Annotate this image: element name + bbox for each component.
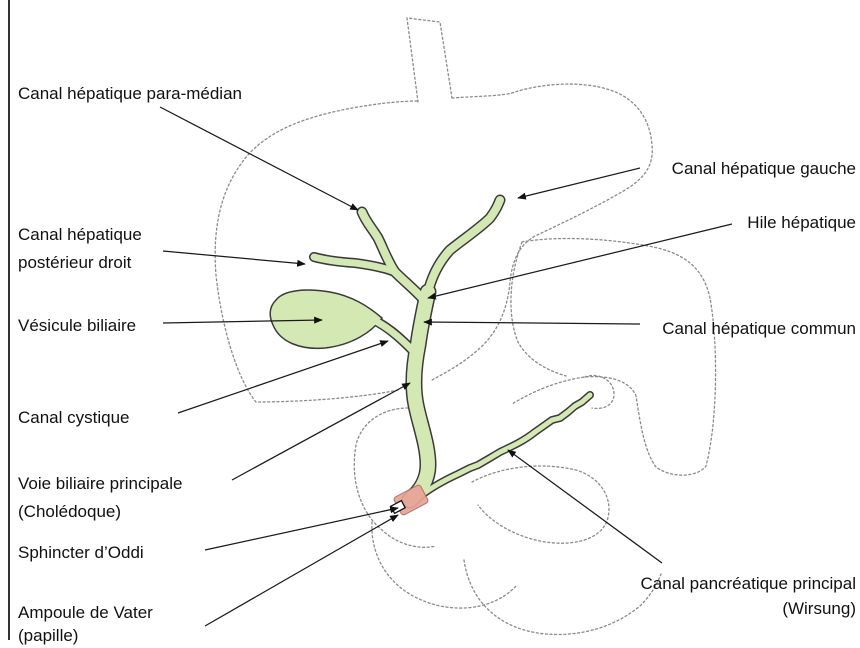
esophagus-outline bbox=[407, 18, 452, 102]
label-vesicule: Vésicule biliaire bbox=[18, 316, 136, 335]
arrow-ampoule bbox=[205, 515, 398, 626]
arrow-oddi bbox=[205, 508, 398, 550]
right-labels: Canal hépatique gauche Hile hépatique Ca… bbox=[641, 159, 856, 618]
biliary-ducts bbox=[314, 200, 590, 500]
label-voie-biliaire-line2: (Cholédoque) bbox=[18, 502, 121, 521]
common-bile-duct bbox=[410, 292, 428, 500]
cystic-duct bbox=[366, 316, 416, 354]
arrow-posterieur-droit bbox=[163, 251, 305, 264]
arrow-pancreatique bbox=[508, 450, 662, 563]
colon-outline-upper bbox=[372, 522, 516, 608]
stomach-outline bbox=[512, 239, 716, 476]
label-hepatique-gauche: Canal hépatique gauche bbox=[672, 159, 856, 178]
arrow-hepatique-gauche bbox=[518, 168, 640, 198]
label-voie-biliaire-line1: Voie biliaire principale bbox=[18, 474, 182, 493]
label-hile: Hile hépatique bbox=[747, 213, 856, 232]
label-pancreatique-line1: Canal pancréatique principal bbox=[641, 574, 856, 593]
arrow-para-median bbox=[160, 107, 358, 210]
label-cystique: Canal cystique bbox=[18, 408, 130, 427]
label-arrows bbox=[160, 107, 732, 626]
label-ampoule-line2: (papille) bbox=[18, 626, 78, 645]
stomach-inner-outline bbox=[511, 242, 566, 376]
pancreas-outline bbox=[472, 466, 609, 543]
arrow-hepatique-commun bbox=[424, 322, 640, 324]
label-posterieur-droit-line2: postérieur droit bbox=[18, 253, 132, 272]
label-oddi: Sphincter d’Oddi bbox=[18, 543, 144, 562]
label-para-median: Canal hépatique para-médian bbox=[18, 84, 242, 103]
colon-outline-lower bbox=[464, 560, 661, 634]
arrow-voie-biliaire bbox=[232, 383, 410, 480]
left-labels: Canal hépatique para-médian Canal hépati… bbox=[18, 84, 242, 645]
right-paramedian-duct bbox=[362, 212, 424, 300]
label-posterieur-droit-line1: Canal hépatique bbox=[18, 225, 142, 244]
label-hepatique-commun: Canal hépatique commun bbox=[662, 319, 856, 338]
liver-outline bbox=[215, 84, 652, 402]
label-pancreatique-line2: (Wirsung) bbox=[782, 599, 856, 618]
label-ampoule-line1: Ampoule de Vater bbox=[18, 603, 153, 622]
